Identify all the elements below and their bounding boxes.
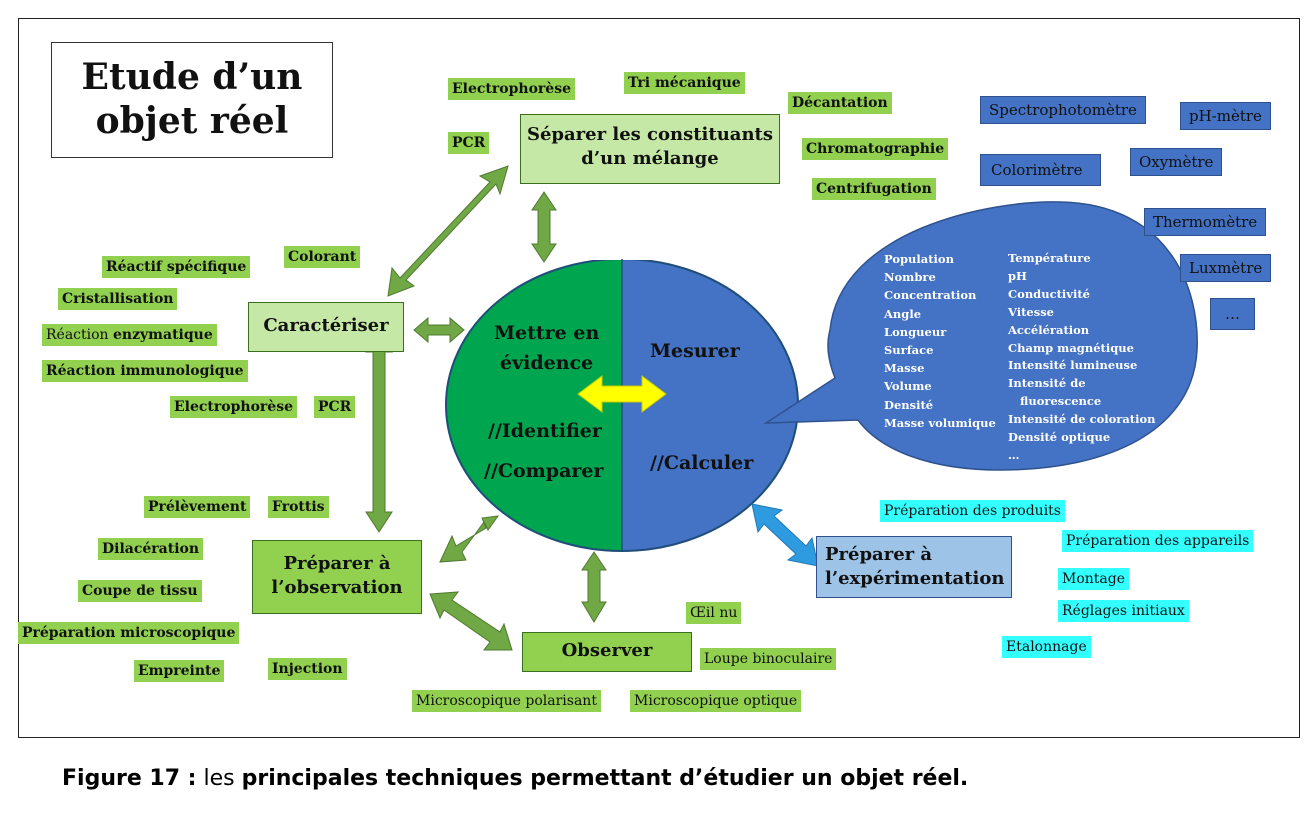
caption-rest: principales techniques permettant d’étud…: [241, 766, 969, 791]
arrow-caracteriser-separer: [387, 165, 509, 297]
center-left-title: Mettre en évidence: [494, 318, 599, 378]
measure-item: Masse volumique: [884, 415, 996, 430]
comparer-label: //Comparer: [484, 460, 604, 482]
center-left-title-line-2: évidence: [500, 352, 594, 374]
measure-item: Longueur: [884, 324, 947, 339]
tag-preparation-appareils: Préparation des appareils: [1062, 530, 1254, 552]
reaction-enzymatique-plain: Réaction: [46, 327, 114, 343]
tag-preparation-microscopique: Préparation microscopique: [18, 622, 240, 644]
node-separer-line-1: Séparer les constituants: [526, 124, 773, 145]
measure-item: Concentration: [884, 288, 977, 303]
tag-reactif-specifique: Réactif spécifique: [102, 256, 251, 278]
tag-montage: Montage: [1058, 568, 1129, 590]
tag-microscopique-polarisant: Microscopique polarisant: [412, 690, 601, 712]
measures-list-left: Population Nombre Concentration Angle Lo…: [884, 250, 996, 432]
tag-empreinte: Empreinte: [134, 660, 225, 682]
instrument-colorimetre: Colorimètre: [980, 154, 1102, 186]
measure-item: Température: [1008, 251, 1091, 265]
measure-item: Accélération: [1008, 322, 1090, 337]
tag-injection: Injection: [268, 658, 347, 680]
tag-chromatographie: Chromatographie: [802, 138, 949, 160]
tag-oeil-nu: Œil nu: [686, 602, 742, 624]
tag-pcr-separer: PCR: [448, 132, 490, 154]
title-line-1: Etude d’un: [81, 56, 303, 98]
measure-item: …: [1008, 447, 1020, 462]
arrow-caracteriser-circle: [413, 316, 465, 344]
node-caracteriser: Caractériser: [248, 302, 404, 352]
node-separer: Séparer les constituants d’un mélange: [520, 114, 780, 184]
node-preparer-experimentation-line-1: Préparer à: [825, 544, 933, 565]
tag-loupe-binoculaire: Loupe binoculaire: [700, 648, 837, 670]
arrow-caracteriser-preparer: [365, 333, 393, 533]
node-preparer-experimentation: Préparer à l’expérimentation: [816, 536, 1012, 598]
node-preparer-observation-line-1: Préparer à: [283, 553, 391, 574]
arrow-preparer-observer: [429, 591, 513, 651]
node-observer: Observer: [522, 632, 692, 672]
tag-decantation: Décantation: [788, 92, 892, 114]
instrument-luxmetre: Luxmètre: [1180, 254, 1272, 282]
node-preparer-observation: Préparer à l’observation: [252, 540, 422, 614]
instrument-ellipsis: …: [1210, 298, 1255, 330]
measure-item: Masse: [884, 361, 925, 376]
calculer-label: //Calculer: [650, 452, 754, 474]
measure-item: Densité optique: [1008, 430, 1111, 445]
tag-reaction-enzymatique: Réaction enzymatique: [42, 324, 217, 346]
tag-prelevement: Prélèvement: [144, 496, 251, 518]
tag-electrophorese-separer: Electrophorèse: [448, 78, 575, 100]
measure-item: Nombre: [884, 270, 936, 285]
measures-list-right: Température pH Conductivité Vitesse Accé…: [1008, 250, 1156, 465]
tag-frottis: Frottis: [268, 496, 329, 518]
measure-item: Vitesse: [1008, 304, 1054, 319]
measure-item: Volume: [884, 379, 932, 394]
tag-coupe-de-tissu: Coupe de tissu: [78, 580, 202, 602]
tag-reglages-initiaux: Réglages initiaux: [1058, 600, 1189, 622]
tag-centrifugation: Centrifugation: [812, 178, 936, 200]
measure-item: Conductivité: [1008, 286, 1090, 301]
tag-tri-mecanique: Tri mécanique: [624, 72, 745, 94]
caption-label: Figure 17 :: [62, 766, 197, 791]
measure-item: pH: [1008, 268, 1027, 283]
identifier-label: //Identifier: [488, 420, 602, 442]
instrument-thermometre: Thermomètre: [1144, 208, 1267, 236]
arrow-circle-observer: [581, 551, 607, 623]
tag-preparation-produits: Préparation des produits: [880, 500, 1065, 522]
tag-cristallisation: Cristallisation: [58, 288, 178, 310]
node-preparer-experimentation-line-2: l’expérimentation: [825, 568, 1005, 589]
yellow-double-arrow: [577, 375, 667, 413]
measure-item: Intensité lumineuse: [1008, 358, 1138, 373]
node-separer-line-2: d’un mélange: [581, 148, 719, 169]
center-circle: [445, 259, 799, 552]
measure-item: Population: [884, 252, 954, 266]
tag-pcr-caracteriser: PCR: [314, 396, 356, 418]
node-preparer-observation-line-2: l’observation: [271, 577, 403, 598]
arrow-separer-circle: [531, 191, 557, 263]
tag-electrophorese-caracteriser: Electrophorèse: [170, 396, 297, 418]
tag-microscopique-optique: Microscopique optique: [630, 690, 802, 712]
measure-item: Intensité de coloration: [1008, 412, 1156, 427]
title-line-2: objet réel: [95, 100, 289, 142]
caption-plain: les: [203, 766, 235, 791]
measure-item: Densité: [884, 397, 934, 412]
measure-item: Intensité de: [1008, 376, 1086, 391]
center-left-title-line-1: Mettre en: [494, 322, 600, 344]
tag-dilaceration: Dilacération: [98, 538, 204, 560]
measure-item: fluorescence: [1020, 394, 1102, 409]
center-right-title: Mesurer: [650, 340, 740, 362]
measure-item: Surface: [884, 343, 934, 358]
instrument-spectrophotometre: Spectrophotomètre: [980, 96, 1146, 124]
diagram-title: Etude d’un objet réel: [51, 42, 333, 158]
measure-bubble: [763, 201, 1198, 471]
arrow-circle-experimentation: [751, 503, 819, 567]
instrument-ph-metre: pH-mètre: [1180, 102, 1271, 130]
instrument-oxymetre: Oxymètre: [1130, 148, 1223, 176]
tag-reaction-immunologique: Réaction immunologique: [42, 360, 248, 382]
tag-etalonnage: Etalonnage: [1002, 636, 1091, 658]
figure-caption: Figure 17 : les principales techniques p…: [62, 766, 968, 791]
measure-item: Angle: [884, 306, 922, 321]
reaction-enzymatique-bold: enzymatique: [113, 327, 213, 343]
tag-colorant: Colorant: [284, 246, 361, 268]
measure-item: Champ magnétique: [1008, 340, 1134, 355]
arrow-preparer-circle: [439, 515, 500, 563]
